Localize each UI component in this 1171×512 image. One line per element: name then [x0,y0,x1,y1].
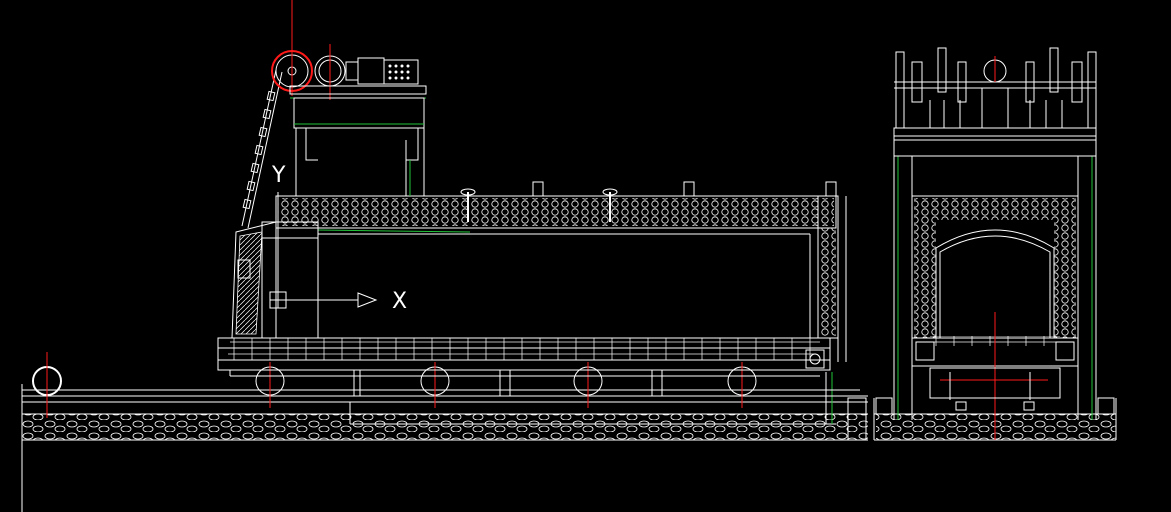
ucs-x-label: X [392,289,407,314]
furnace-car-wheels [255,362,757,408]
rail-track [22,389,860,397]
ucs-icon: X Y [269,163,407,314]
wheel-left-stop [32,352,62,418]
furnace-section-view [873,47,1117,441]
ground-foundation [21,372,868,512]
ucs-y-label: Y [271,163,286,188]
furnace-body [230,181,847,362]
car-frame [217,337,831,396]
door-hoist-chain [237,69,283,279]
hoist-drive-unit [271,0,427,196]
